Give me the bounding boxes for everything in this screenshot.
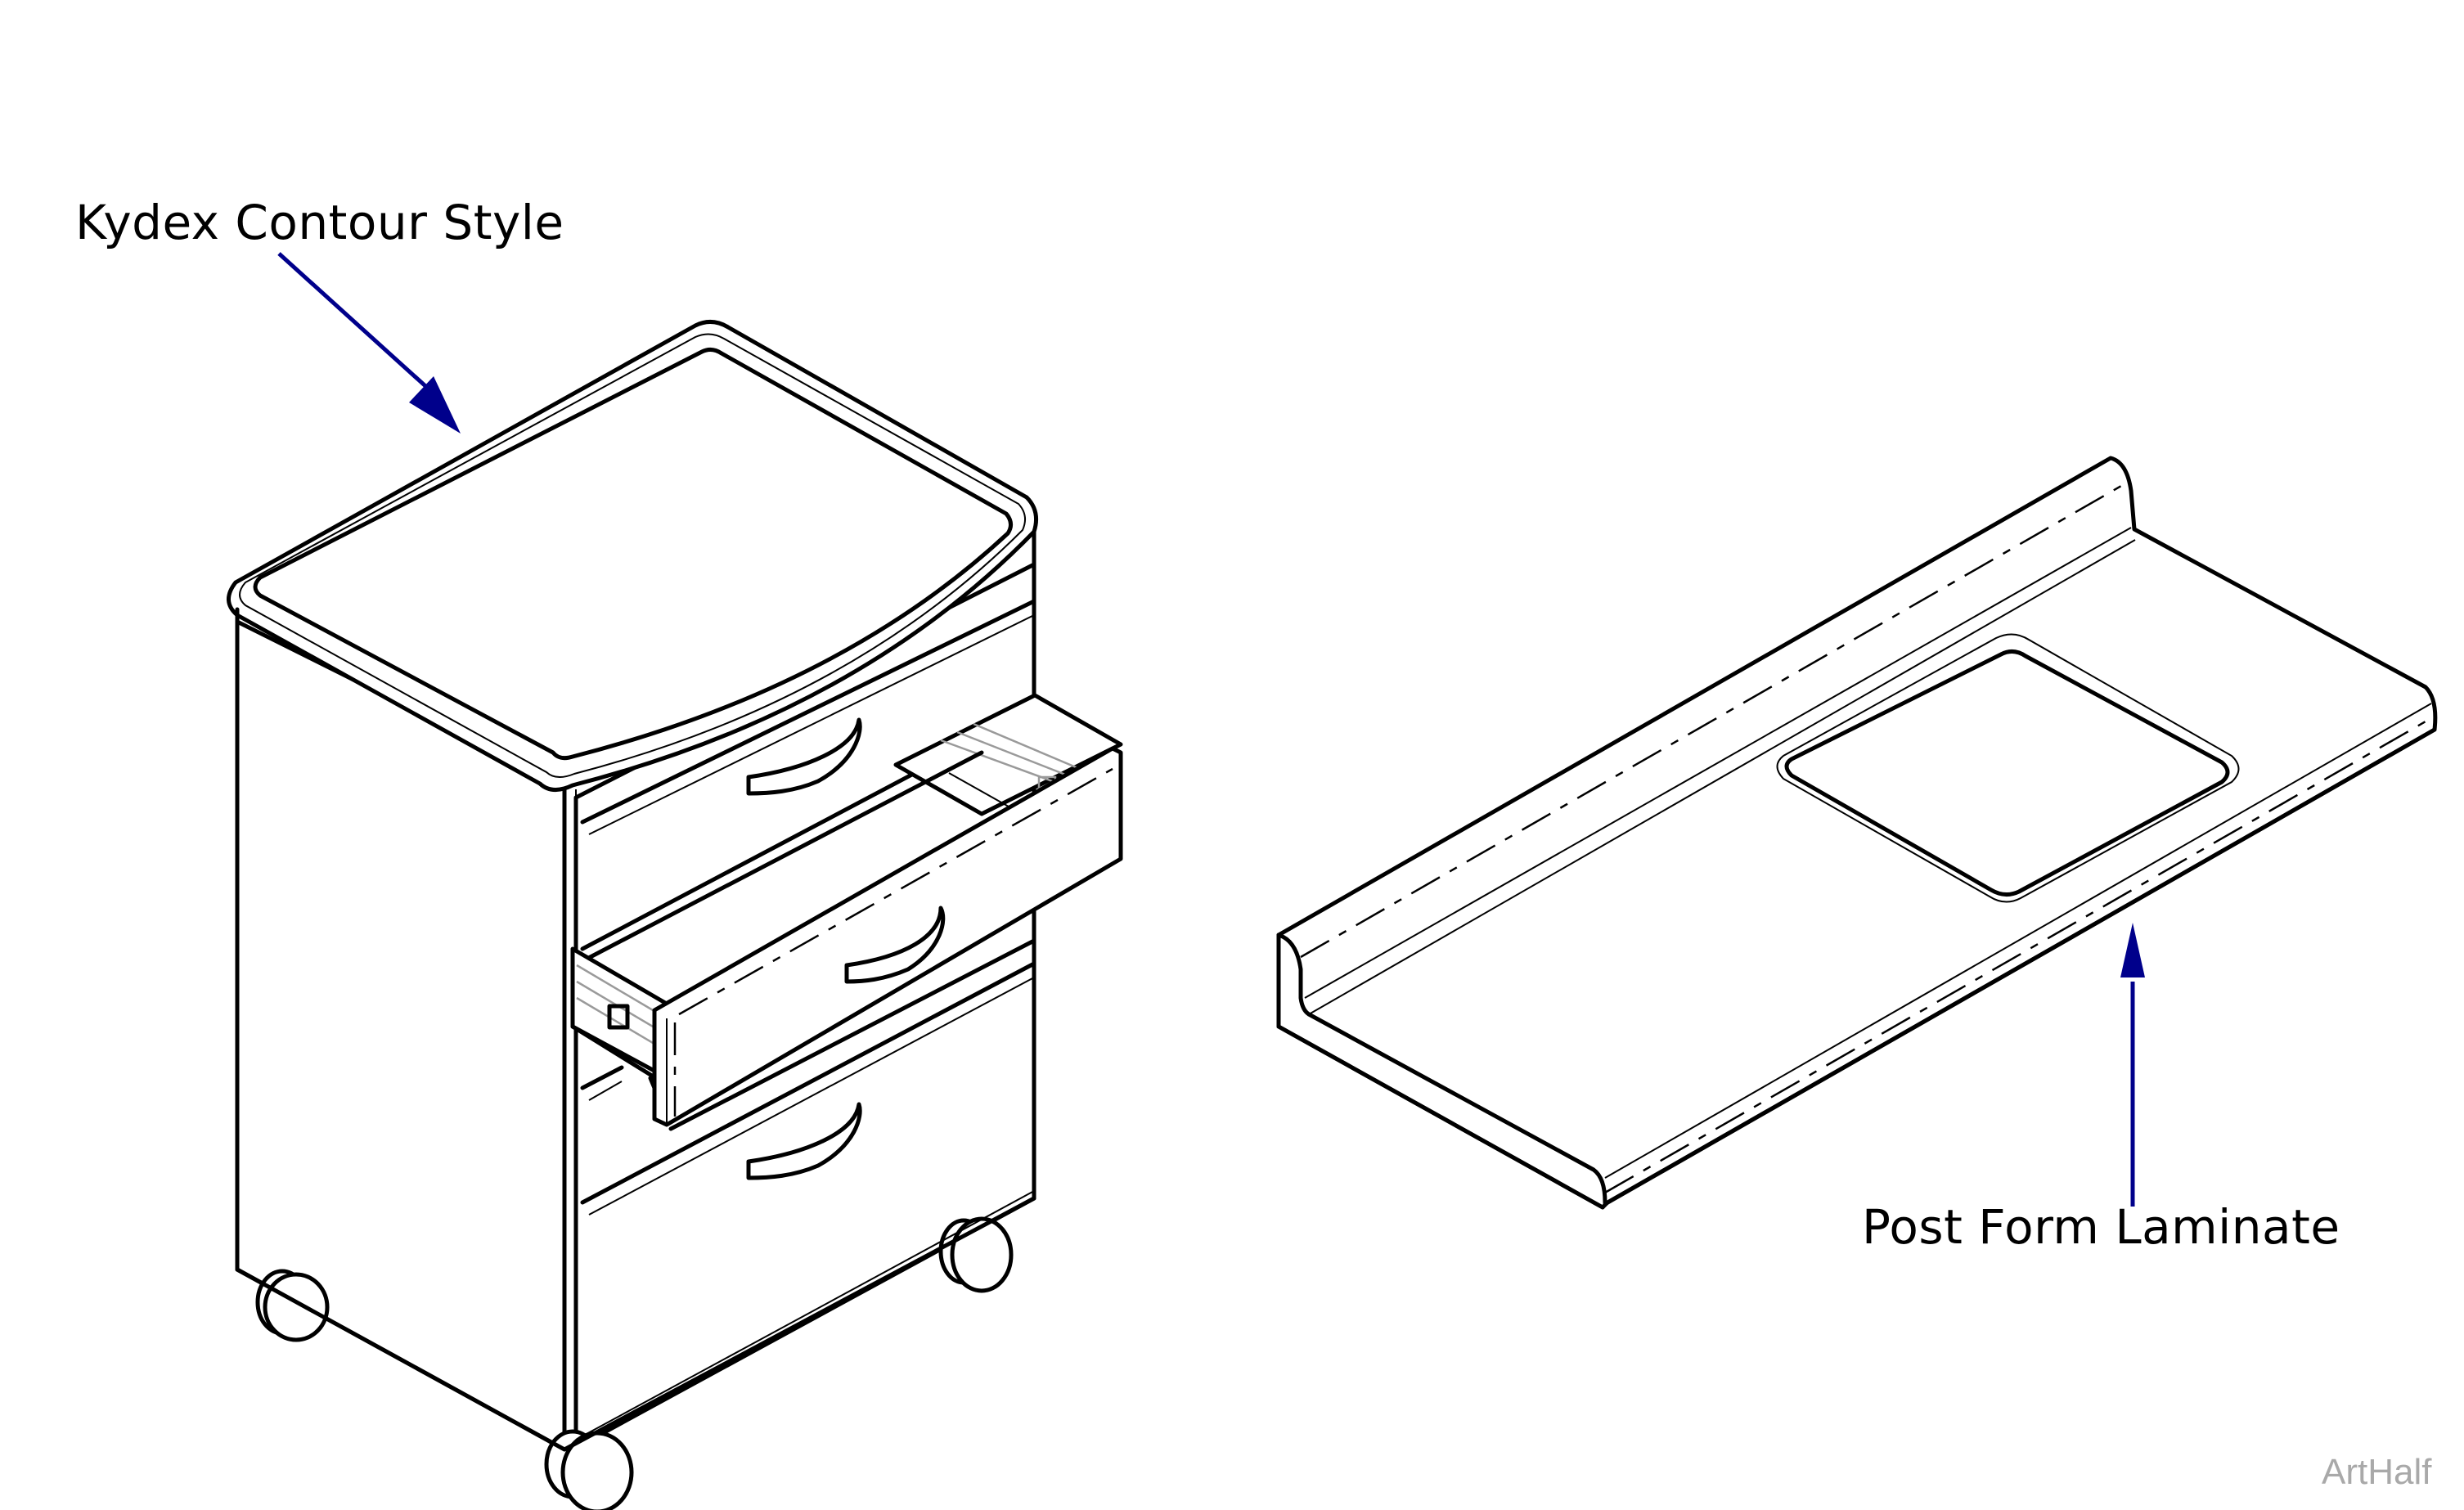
callout-postform-arrow [2120, 923, 2145, 1207]
mobile-cabinet [227, 320, 1123, 1510]
caster-left [255, 1269, 330, 1342]
callout-kydex-arrow [277, 252, 461, 434]
callout-label-kydex: Kydex Contour Style [75, 195, 564, 250]
watermark: ArtHalf [2322, 1452, 2432, 1492]
callout-label-postform: Post Form Laminate [1862, 1199, 2340, 1255]
countertop [1276, 456, 2438, 1210]
caster-front [544, 1429, 634, 1510]
